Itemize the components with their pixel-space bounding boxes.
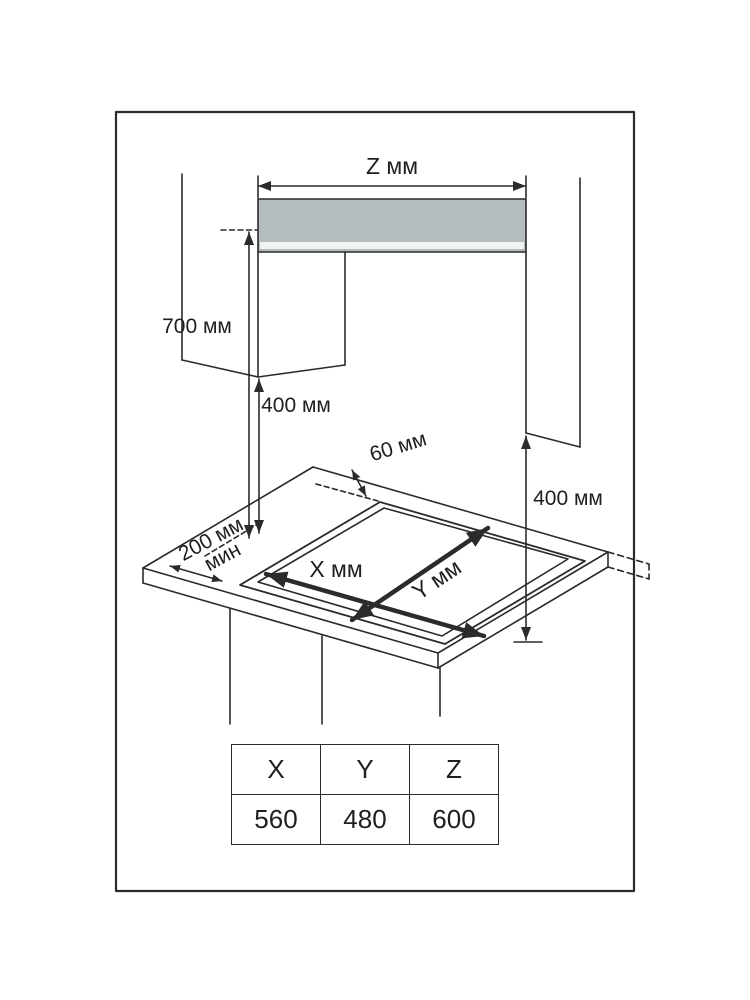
min-200-dashed-line bbox=[204, 520, 264, 557]
wall-strip-band bbox=[260, 242, 524, 249]
dimension-arrow-200 bbox=[169, 564, 223, 583]
cabinet-bottom-front-edge bbox=[257, 364, 346, 378]
gap-60-dashed-line bbox=[315, 483, 379, 502]
dim-60-label: 60 мм bbox=[367, 427, 429, 466]
table-value-x: 560 bbox=[231, 794, 321, 845]
table-value-z: 600 bbox=[409, 794, 499, 845]
countertop-front-bottom-edge bbox=[142, 582, 439, 669]
table-value-row: 560 480 600 bbox=[231, 794, 499, 845]
dim-700-label: 700 мм bbox=[162, 315, 232, 338]
dim-400-left-label: 400 мм bbox=[261, 394, 331, 417]
dimension-arrow-60 bbox=[351, 469, 367, 497]
table-header-x: X bbox=[231, 744, 321, 795]
cutout-outer-outline bbox=[239, 501, 586, 645]
countertop-back-left-edge bbox=[142, 466, 314, 569]
countertop-dashed-extension-bottom bbox=[607, 566, 650, 580]
diagram-border bbox=[114, 110, 636, 893]
dimension-arrow-y bbox=[349, 525, 491, 623]
dim-x-label: X мм bbox=[309, 556, 362, 582]
table-header-y: Y bbox=[320, 744, 410, 795]
table-header-row: X Y Z bbox=[231, 744, 499, 795]
countertop-dashed-extension-top bbox=[607, 551, 650, 565]
countertop-right-front-edge bbox=[437, 551, 609, 654]
countertop-right-bottom-edge bbox=[437, 566, 609, 669]
dimensions-table: X Y Z 560 480 600 bbox=[231, 744, 499, 845]
dim-400-right-label: 400 мм bbox=[533, 487, 603, 510]
right-wall-bottom-edge bbox=[525, 432, 581, 448]
table-header-z: Z bbox=[409, 744, 499, 795]
dim-z-label: Z мм bbox=[366, 153, 418, 179]
table-value-y: 480 bbox=[320, 794, 410, 845]
cabinet-bottom-side-edge bbox=[181, 359, 259, 378]
